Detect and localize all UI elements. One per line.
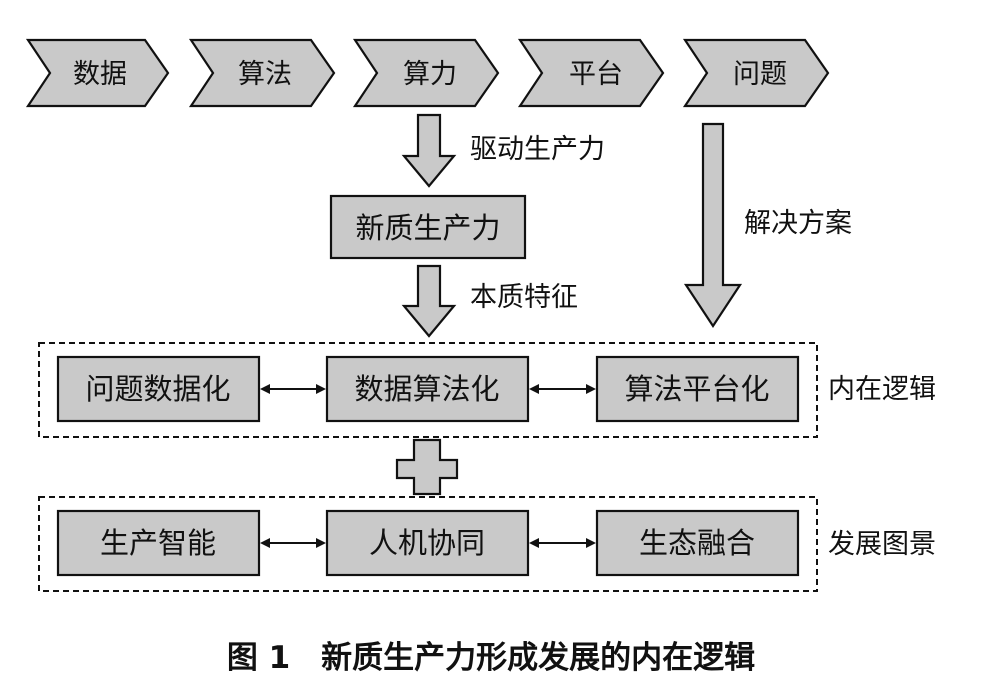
chevron-label: 数据 <box>73 59 127 90</box>
chevron-datum: 数据 <box>25 38 170 108</box>
core-box <box>329 194 527 260</box>
inner-logic-box <box>56 355 261 423</box>
chevron-label: 算力 <box>403 59 457 90</box>
chevron-label: 平台 <box>569 59 623 90</box>
chevron-algorithm: 算法 <box>188 38 336 108</box>
development-box <box>325 509 530 577</box>
development-box <box>56 509 261 577</box>
inner-logic-label: 内在逻辑 <box>828 374 936 405</box>
development-item: 生态融合 <box>639 526 755 560</box>
inner-logic-box <box>595 355 800 423</box>
inner-logic-box <box>325 355 530 423</box>
arrow-label-essence: 本质特征 <box>470 282 578 313</box>
development-label: 发展图景 <box>828 529 936 560</box>
chevron-label: 算法 <box>238 59 292 90</box>
development-box <box>595 509 800 577</box>
arrow-label-solution: 解决方案 <box>744 208 852 239</box>
development-item: 人机协同 <box>369 526 485 560</box>
figure-caption: 图 1 新质生产力形成发展的内在逻辑 <box>227 640 755 676</box>
inner-logic-item: 问题数据化 <box>85 372 230 406</box>
arrow-label-drive: 驱动生产力 <box>470 134 605 165</box>
block-arrow-solution <box>683 122 743 329</box>
core-box-label: 新质生产力 <box>355 211 500 245</box>
block-arrow-drive <box>401 113 457 188</box>
development-frame <box>38 496 818 592</box>
inner-logic-item: 数据算法化 <box>354 372 499 406</box>
chevron-label: 问题 <box>733 59 787 90</box>
chevron-problem: 问题 <box>682 38 830 108</box>
plus-icon <box>395 438 459 496</box>
inner-logic-frame <box>38 342 818 438</box>
chevron-platform: 平台 <box>517 38 665 108</box>
development-item: 生产智能 <box>100 526 216 560</box>
block-arrow-essence <box>401 264 457 338</box>
inner-logic-item: 算法平台化 <box>624 372 769 406</box>
chevron-compute: 算力 <box>352 38 500 108</box>
